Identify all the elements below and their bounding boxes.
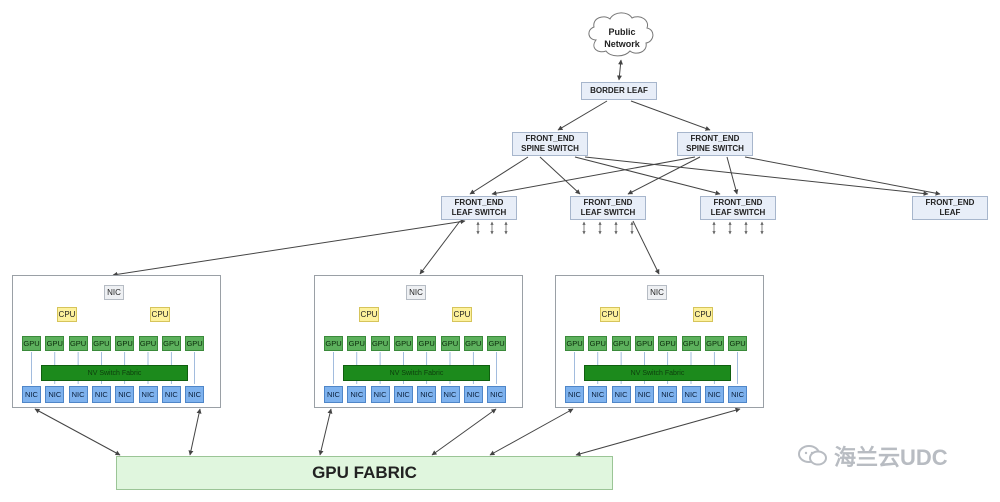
watermark: 海兰云UDC <box>798 440 948 472</box>
gpu-8: GPU <box>487 336 507 351</box>
nic-2: NIC <box>45 386 65 403</box>
gpu-server-2: NIC CPU CPU GPU NIC GPU NIC GPU NIC GPU NIC GPU NIC G… <box>314 275 523 408</box>
cpu-2: CPU <box>452 307 472 322</box>
public-network-label: Public Network <box>604 27 640 49</box>
nic-7: NIC <box>463 386 483 403</box>
cpu-2: CPU <box>693 307 713 322</box>
front-end-leaf: FRONT_END LEAF <box>912 196 988 220</box>
link-spine1-felleaf <box>584 156 929 197</box>
gpu-4: GPU <box>634 336 654 351</box>
server-top-nic: NIC <box>647 285 667 300</box>
link-s1-fabric-b <box>188 408 202 456</box>
link-border-spine1 <box>557 100 608 131</box>
nic-6: NIC <box>440 386 460 403</box>
gpu-5: GPU <box>417 336 437 351</box>
link-s1-fabric-a <box>34 408 121 456</box>
gpu-2: GPU <box>45 336 65 351</box>
gpu-1: GPU <box>324 336 343 351</box>
server-top-nic: NIC <box>104 285 124 300</box>
leaf-switch-3: FRONT_END LEAF SWITCH <box>700 196 776 220</box>
gpu-2: GPU <box>347 336 367 351</box>
link-border-spine2 <box>630 100 711 131</box>
leaf-switch-2: FRONT_END LEAF SWITCH <box>570 196 646 220</box>
cpu-1: CPU <box>600 307 620 322</box>
link-spine2-leaf1 <box>491 156 696 196</box>
link-leaf2-server3 <box>632 220 660 275</box>
gpu-7: GPU <box>704 336 724 351</box>
link-cloud-border <box>616 59 624 81</box>
nic-3: NIC <box>68 386 88 403</box>
gpu-3: GPU <box>370 336 390 351</box>
nic-2: NIC <box>347 386 367 403</box>
nic-8: NIC <box>487 386 507 403</box>
gpu-5: GPU <box>115 336 135 351</box>
nic-1: NIC <box>324 386 343 403</box>
gpu-1: GPU <box>565 336 584 351</box>
gpu-fabric: GPU FABRIC <box>116 456 613 490</box>
gpu-7: GPU <box>463 336 483 351</box>
nic-1: NIC <box>565 386 584 403</box>
public-network-cloud <box>588 12 654 57</box>
nic-4: NIC <box>634 386 654 403</box>
link-s3-fabric-b <box>575 407 741 457</box>
link-spine1-leaf1 <box>469 156 529 195</box>
nvswitch-fabric: NV Switch Fabric <box>584 365 731 381</box>
nic-5: NIC <box>417 386 437 403</box>
gpu-5: GPU <box>658 336 678 351</box>
link-leaf1-server2 <box>419 220 461 275</box>
nic-8: NIC <box>728 386 748 403</box>
server-top-nic: NIC <box>406 285 426 300</box>
leaf-switch-1: FRONT_END LEAF SWITCH <box>441 196 517 220</box>
gpu-6: GPU <box>138 336 158 351</box>
nic-5: NIC <box>658 386 678 403</box>
link-s3-fabric-a <box>489 408 574 456</box>
wechat-icon <box>798 445 828 467</box>
link-spine2-felleaf <box>744 156 941 196</box>
spine-switch-1: FRONT_END SPINE SWITCH <box>512 132 588 156</box>
cpu-2: CPU <box>150 307 170 322</box>
nic-4: NIC <box>91 386 111 403</box>
watermark-text: 海兰云UDC <box>834 445 948 470</box>
gpu-3: GPU <box>611 336 631 351</box>
gpu-1: GPU <box>22 336 41 351</box>
gpu-4: GPU <box>393 336 413 351</box>
link-spine2-leaf3 <box>726 156 739 195</box>
nic-5: NIC <box>115 386 135 403</box>
link-s2-fabric-a <box>318 408 333 456</box>
border-leaf: BORDER LEAF <box>581 82 657 100</box>
gpu-6: GPU <box>440 336 460 351</box>
link-spine1-leaf2 <box>539 156 581 195</box>
nic-8: NIC <box>185 386 205 403</box>
nic-3: NIC <box>370 386 390 403</box>
gpu-2: GPU <box>588 336 608 351</box>
nvswitch-fabric: NV Switch Fabric <box>343 365 490 381</box>
link-spine2-leaf2 <box>627 156 701 195</box>
nic-6: NIC <box>138 386 158 403</box>
nic-4: NIC <box>393 386 413 403</box>
link-leaf1-server1 <box>112 219 466 277</box>
cpu-1: CPU <box>359 307 379 322</box>
nic-6: NIC <box>681 386 701 403</box>
gpu-8: GPU <box>728 336 748 351</box>
gpu-4: GPU <box>91 336 111 351</box>
nic-3: NIC <box>611 386 631 403</box>
spine-switch-2: FRONT_END SPINE SWITCH <box>677 132 753 156</box>
gpu-server-3: NIC CPU CPU GPU NIC GPU NIC GPU NIC GPU NIC GPU NIC G… <box>555 275 764 408</box>
nic-2: NIC <box>588 386 608 403</box>
nic-1: NIC <box>22 386 41 403</box>
nic-7: NIC <box>161 386 181 403</box>
gpu-7: GPU <box>161 336 181 351</box>
nvswitch-fabric: NV Switch Fabric <box>41 365 188 381</box>
link-s2-fabric-b <box>431 408 497 456</box>
cpu-1: CPU <box>57 307 77 322</box>
gpu-8: GPU <box>185 336 205 351</box>
network-links <box>34 59 941 457</box>
gpu-3: GPU <box>68 336 88 351</box>
link-spine1-leaf3 <box>574 156 721 196</box>
gpu-server-1: NIC CPU CPU GPU NIC GPU NIC GPU NIC GPU NIC GPU NIC G… <box>12 275 221 408</box>
gpu-6: GPU <box>681 336 701 351</box>
nic-7: NIC <box>704 386 724 403</box>
